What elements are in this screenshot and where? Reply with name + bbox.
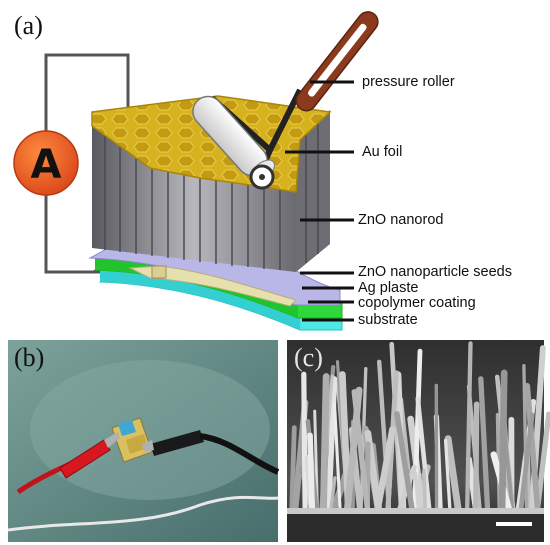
panel-a-label: (a)	[14, 11, 43, 40]
sem-nanorod	[524, 382, 541, 511]
label-au-foil: Au foil	[362, 144, 402, 160]
panel-b-label: (b)	[14, 343, 44, 372]
sem-nanorod	[413, 471, 421, 510]
label-zno-seeds: ZnO nanoparticle seeds	[358, 264, 512, 280]
sem-nanorod	[374, 426, 396, 512]
sem-nanorod	[473, 401, 480, 511]
ag-paste-contact	[151, 265, 167, 279]
sem-nanorod	[325, 376, 338, 511]
sem-nanorod	[498, 369, 508, 512]
sem-nanorod	[307, 432, 315, 511]
sem-nanorod	[351, 389, 371, 511]
white-cable	[7, 495, 279, 532]
ag-paste-strip	[128, 265, 297, 307]
sem-nanorod	[415, 396, 432, 511]
circuit-wire	[44, 53, 130, 138]
panel-c-label: (c)	[294, 343, 323, 372]
ammeter-icon: A	[13, 130, 79, 196]
sem-base	[287, 508, 544, 514]
device-photo	[111, 417, 153, 463]
sem-nanorod	[320, 373, 330, 512]
panel-b-photo: (b)	[7, 340, 280, 542]
black-clip	[142, 430, 280, 475]
red-clip	[16, 432, 120, 495]
sem-nanorod	[394, 411, 415, 511]
scale-bar	[496, 522, 532, 526]
sem-nanorod	[422, 468, 427, 510]
label-ag-plaste: Ag plaste	[358, 280, 418, 296]
sem-nanorod	[478, 376, 491, 511]
leader-lines	[285, 80, 354, 322]
sem-substrate	[287, 514, 544, 542]
panel-a: (a)	[13, 11, 512, 331]
sem-nanorod	[444, 435, 462, 512]
substrate-front	[100, 270, 300, 330]
sem-nanorod	[332, 402, 342, 510]
sem-nanorod	[465, 341, 473, 511]
sem-nanorods	[289, 341, 550, 512]
sem-nanorod	[534, 411, 550, 511]
pressure-roller-icon	[192, 11, 379, 190]
sem-nanorod	[289, 425, 297, 511]
sem-nanorod	[329, 476, 337, 510]
label-copolymer: copolymer coating	[358, 295, 476, 311]
panel-c-sem: (c)	[287, 340, 550, 542]
sem-nanorod	[518, 412, 535, 511]
sem-nanorod	[301, 371, 308, 511]
label-pressure-roller: pressure roller	[362, 74, 455, 90]
ammeter-symbol: A	[31, 142, 62, 188]
sem-nanorod	[443, 438, 452, 510]
label-zno-nanorod: ZnO nanorod	[358, 212, 443, 228]
label-substrate: substrate	[358, 312, 418, 328]
sem-nanorod	[377, 359, 392, 511]
